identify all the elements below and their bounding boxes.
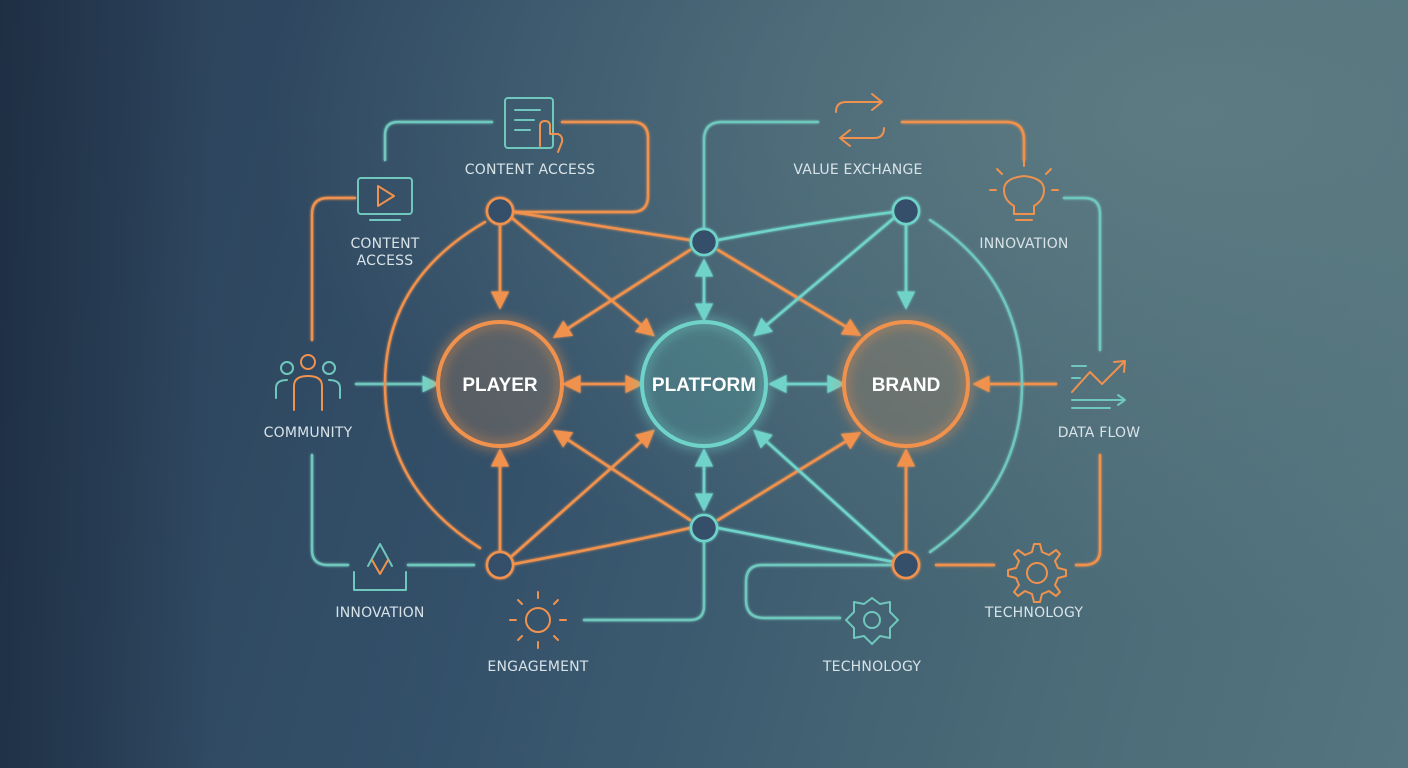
- gear-cycle-icon: [845, 597, 899, 645]
- brand-hub: BRAND: [842, 320, 970, 448]
- player-bottom-node: [485, 550, 515, 580]
- sun-icon: [509, 591, 567, 649]
- video-play-icon: [357, 177, 413, 221]
- outer-frame-lines: [310, 120, 1102, 622]
- innovation-left-label: INNOVATION: [335, 605, 424, 621]
- junction-nodes: [485, 196, 921, 580]
- data-flow-label: DATA FLOW: [1058, 425, 1141, 441]
- brand-hub-label: BRAND: [872, 375, 941, 396]
- trend-chart-icon: [1071, 360, 1126, 409]
- platform-hub: PLATFORM: [640, 320, 768, 448]
- value-exchange-label: VALUE EXCHANGE: [793, 162, 922, 178]
- exchange-arrows-icon: [835, 93, 885, 147]
- player-top-node: [485, 196, 515, 226]
- content-access-top-label: CONTENT ACCESS: [465, 162, 595, 178]
- community-people-icon: [275, 354, 341, 411]
- technology-bottom-label: TECHNOLOGY: [822, 659, 921, 675]
- gear-icon: [1007, 543, 1067, 603]
- community-label: COMMUNITY: [264, 425, 353, 441]
- lightbulb-icon: [989, 159, 1059, 221]
- innovation-right-label: INNOVATION: [979, 236, 1068, 252]
- technology-right-label: TECHNOLOGY: [984, 605, 1083, 621]
- platform-hub-label: PLATFORM: [652, 375, 756, 396]
- engagement-label: ENGAGEMENT: [487, 659, 588, 675]
- platform-bottom-node: [689, 513, 719, 543]
- brand-top-node: [891, 196, 921, 226]
- network-lines: [490, 210, 916, 566]
- brand-bottom-node: [891, 550, 921, 580]
- player-hub-label: PLAYER: [462, 375, 538, 396]
- platform-top-node: [689, 227, 719, 257]
- player-hub: PLAYER: [436, 320, 564, 448]
- content-access-left-label-line1: CONTENT: [350, 236, 419, 252]
- content-access-left-label-line2: ACCESS: [357, 253, 414, 269]
- recycle-box-icon: [353, 543, 407, 591]
- touch-document-icon: [504, 97, 564, 153]
